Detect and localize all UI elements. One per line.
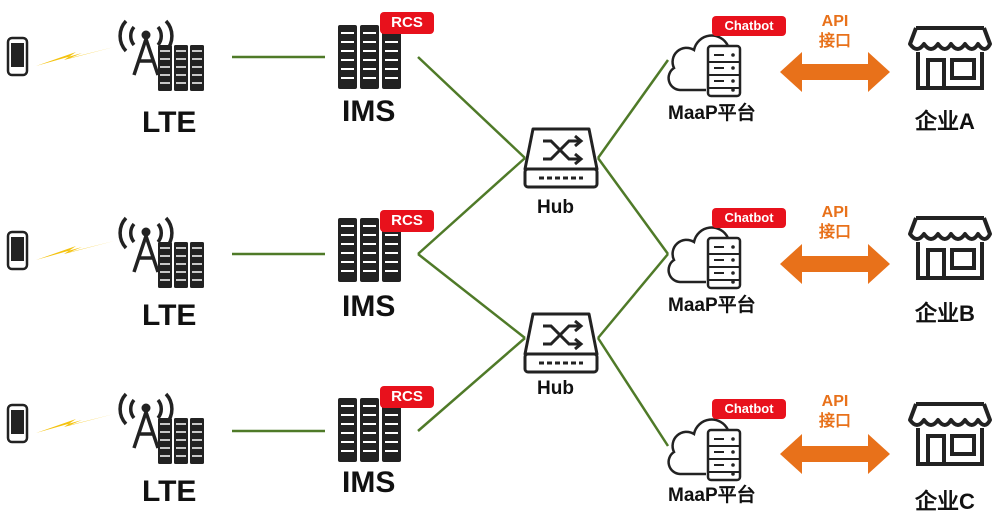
enterprise-label-row3: 企业C [915, 489, 975, 514]
api-label-row3: API 接口 [795, 392, 875, 432]
connection-line [417, 253, 526, 339]
maap-label-row1: MaaP平台 [668, 103, 756, 124]
chatbot-badge-row2: Chatbot [712, 208, 786, 228]
double-arrow-icon [780, 244, 890, 284]
phone-icon [6, 230, 29, 271]
api-label-line2: 接口 [818, 413, 851, 430]
lightning-icon [36, 241, 114, 260]
storefront-icon [908, 402, 992, 466]
chatbot-badge-row1: Chatbot [712, 16, 786, 36]
ims-label-row1: IMS [342, 95, 396, 128]
lte-label-row2: LTE [142, 299, 197, 332]
connection-line [417, 56, 526, 159]
api-label-row2: API 接口 [795, 203, 875, 243]
rcs-badge-row3: RCS [380, 386, 434, 408]
cell-tower-icon [118, 216, 204, 288]
ims-label-row2: IMS [342, 290, 396, 323]
double-arrow-icon [780, 434, 890, 474]
double-arrow-icon [780, 52, 890, 92]
server-rack-icon [338, 25, 401, 89]
hub-label-top: Hub [537, 197, 574, 218]
api-label-line2: 接口 [818, 33, 851, 50]
api-label-line1: API [821, 393, 849, 410]
cell-tower-icon [118, 392, 204, 464]
lightning-icon [36, 47, 114, 66]
api-label-row1: API 接口 [795, 12, 875, 52]
connection-line [596, 59, 670, 159]
cell-tower-icon [118, 19, 204, 91]
hub-switch-icon [523, 127, 599, 189]
connection-line [597, 253, 669, 339]
api-label-line1: API [821, 204, 849, 221]
lte-label-row1: LTE [142, 106, 197, 139]
connection-line [417, 337, 526, 432]
connection-line [596, 157, 670, 255]
cloud-server-icon [667, 34, 742, 98]
api-label-line2: 接口 [818, 224, 851, 241]
maap-label-row2: MaaP平台 [668, 295, 756, 316]
lightning-icon [36, 414, 114, 433]
server-rack-icon [338, 218, 401, 282]
hub-label-bottom: Hub [537, 378, 574, 399]
ims-label-row3: IMS [342, 466, 396, 499]
cloud-server-icon [667, 226, 742, 290]
hub-switch-icon [523, 312, 599, 374]
storefront-icon [908, 216, 992, 280]
chatbot-badge-row3: Chatbot [712, 399, 786, 419]
connection-line [596, 337, 670, 447]
connection-line [417, 157, 526, 255]
storefront-icon [908, 26, 992, 90]
maap-label-row3: MaaP平台 [668, 485, 756, 506]
phone-icon [6, 403, 29, 444]
server-rack-icon [338, 398, 401, 462]
enterprise-label-row2: 企业B [915, 301, 975, 326]
enterprise-label-row1: 企业A [915, 109, 975, 134]
phone-icon [6, 36, 29, 77]
api-label-line1: API [821, 13, 849, 30]
rcs-badge-row2: RCS [380, 210, 434, 232]
lte-label-row3: LTE [142, 475, 197, 508]
rcs-badge-row1: RCS [380, 12, 434, 34]
cloud-server-icon [667, 418, 742, 482]
